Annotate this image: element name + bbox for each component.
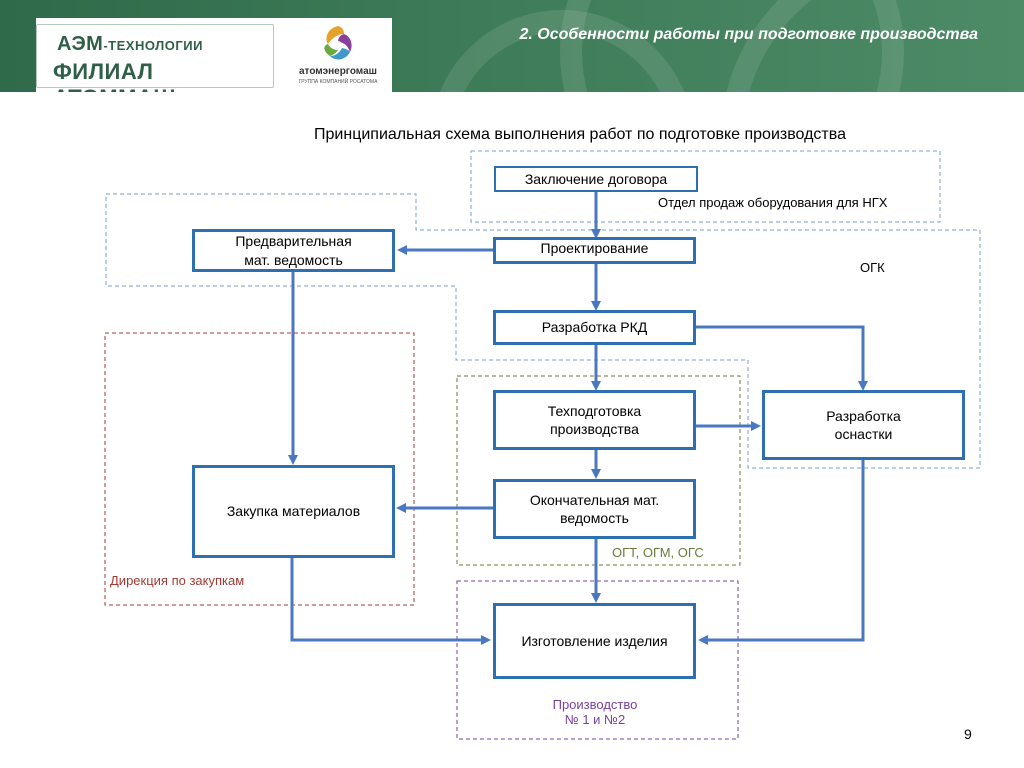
zone-ogk-outline bbox=[105, 193, 981, 469]
atomenergomash-logo: атомэнергомаш ГРУППА КОМПАНИЙ РОСАТОМА bbox=[288, 22, 388, 88]
atomenergomash-emblem-icon bbox=[324, 26, 352, 60]
zone-ogk-label: ОГК bbox=[860, 260, 885, 275]
node-manufacturing: Изготовление изделия bbox=[493, 603, 696, 679]
atomenergomash-subtitle: ГРУППА КОМПАНИЙ РОСАТОМА bbox=[298, 79, 378, 85]
page-number: 9 bbox=[964, 726, 972, 742]
node-prelim-list: Предварительная мат. ведомость bbox=[192, 229, 395, 272]
node-rkd: Разработка РКД bbox=[493, 310, 696, 345]
zone-sales-label: Отдел продаж оборудования для НГХ bbox=[658, 195, 888, 210]
arrow-rkd-to-tooling bbox=[695, 325, 868, 391]
zone-sales-outline bbox=[470, 150, 941, 223]
node-design: Проектирование bbox=[493, 237, 696, 264]
aem-logo-branch: ФИЛИАЛ АТОММАШ bbox=[53, 59, 175, 92]
zone-ogt-label: ОГТ, ОГМ, ОГС bbox=[612, 545, 704, 560]
node-final-list: Окончательная мат. ведомость bbox=[493, 479, 696, 539]
zone-ogt-outline bbox=[456, 375, 741, 566]
aem-logo-title: АЭМ-ТЕХНОЛОГИИ bbox=[57, 33, 203, 55]
diagram-title: Принципиальная схема выполнения работ по… bbox=[314, 126, 846, 143]
zone-production-label: Производство № 1 и №2 bbox=[552, 697, 638, 727]
atomenergomash-wordmark: атомэнергомаш bbox=[299, 66, 377, 77]
node-tooling: Разработка оснастки bbox=[762, 390, 965, 460]
header-banner: АЭМ-ТЕХНОЛОГИИ ФИЛИАЛ АТОММАШ атомэнерго… bbox=[0, 0, 1024, 92]
arrow-purchase-to-manufacturing bbox=[290, 557, 491, 645]
arrow-tooling-to-manufacturing bbox=[698, 460, 865, 645]
zone-procurement-label: Дирекция по закупкам bbox=[110, 573, 245, 588]
node-techprep: Техподготовка производства bbox=[493, 390, 696, 450]
slide-title: 2. Особенности работы при подготовке про… bbox=[519, 26, 978, 43]
aem-logo: АЭМ-ТЕХНОЛОГИИ ФИЛИАЛ АТОММАШ bbox=[36, 24, 274, 92]
logo-panel: АЭМ-ТЕХНОЛОГИИ ФИЛИАЛ АТОММАШ атомэнерго… bbox=[36, 18, 392, 92]
node-contract: Заключение договора bbox=[494, 166, 698, 192]
zone-procurement-outline bbox=[104, 332, 415, 606]
node-purchase: Закупка материалов bbox=[192, 465, 395, 558]
